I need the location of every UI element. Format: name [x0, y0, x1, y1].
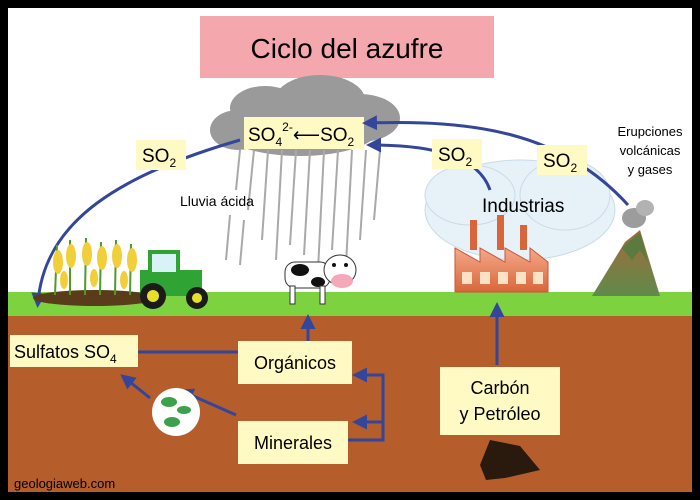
industry-label: Industrias: [482, 196, 564, 217]
credit-text: geologiaweb.com: [14, 476, 115, 491]
acid-rain-icon: [225, 149, 381, 271]
sulfates-box: [10, 335, 138, 367]
so2-label-volcano-box: [537, 145, 587, 175]
cloud-formula: SO42-⟵SO2: [248, 120, 355, 149]
arrow-bacteria-to-sulfates: [120, 374, 151, 400]
arrow-cloud-to-sulfates: [31, 138, 241, 308]
so2-label-volcano: SO2: [543, 151, 577, 175]
crops-icon: [33, 237, 157, 306]
tractor-icon: [140, 250, 208, 309]
title-box: [200, 16, 494, 78]
organics-box: [238, 341, 352, 384]
cloud-formula-box: [244, 117, 364, 149]
minerals-label: Minerales: [254, 433, 332, 453]
so2-label-industry-box: [432, 139, 482, 169]
fossil-label-line2: y Petróleo: [459, 404, 540, 424]
sulfates-label: Sulfatos SO4: [14, 342, 117, 366]
minerals-box: [238, 421, 348, 464]
diagram-title: Ciclo del azufre: [251, 33, 444, 64]
fossil-fuels-box: [440, 367, 560, 435]
flow-arrows: [31, 115, 630, 442]
coal-deposit-icon: [480, 440, 540, 480]
fossil-label-line1: Carbón: [470, 378, 529, 398]
so2-label-left: SO2: [142, 146, 176, 170]
arrow-volcano-to-cloud: [362, 115, 630, 207]
organics-label: Orgánicos: [254, 353, 336, 373]
arrow-minerals-to-organics: [348, 367, 385, 442]
factory-icon: [454, 215, 549, 293]
acid-rain-label: Lluvia ácida: [180, 193, 254, 209]
volcano-icon: [592, 200, 660, 296]
volcano-label-line3: y gases: [628, 162, 673, 177]
so2-label-industry: SO2: [438, 145, 472, 169]
bacteria-icon: [152, 388, 200, 436]
volcano-label-line2: volcánicas: [620, 143, 681, 158]
so2-label-left-box: [136, 140, 186, 170]
cow-icon: [284, 254, 357, 305]
volcano-label-line1: Erupciones: [617, 124, 683, 139]
